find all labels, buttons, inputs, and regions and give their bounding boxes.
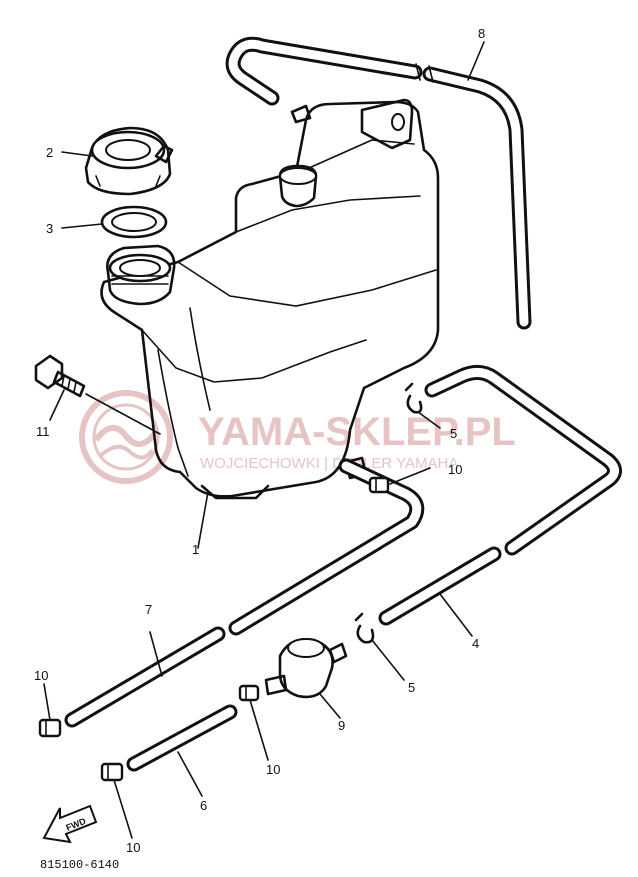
bolt bbox=[34, 354, 86, 398]
hose-4 bbox=[378, 365, 622, 626]
callout-5-upper: 5 bbox=[450, 426, 457, 441]
hose-6 bbox=[126, 704, 238, 772]
clip-10-valve bbox=[238, 684, 260, 702]
callout-10-tank: 10 bbox=[448, 462, 462, 477]
callout-7: 7 bbox=[145, 602, 152, 617]
watermark: YAMA-SKLEP.PL WOJCIECHOWKI | DEALER YAMA… bbox=[79, 390, 516, 484]
clip-10-left-upper bbox=[38, 718, 62, 738]
callout-3: 3 bbox=[46, 221, 53, 236]
clip-10-tank bbox=[368, 476, 390, 494]
hose-8 bbox=[225, 36, 532, 330]
fwd-arrow-icon: FWD bbox=[42, 804, 98, 844]
callout-1: 1 bbox=[192, 542, 199, 557]
clip-5-upper bbox=[404, 382, 423, 414]
hose-7 bbox=[64, 458, 425, 728]
callout-4: 4 bbox=[472, 636, 479, 651]
watermark-subtitle: WOJCIECHOWKI | DEALER YAMAHA bbox=[200, 455, 458, 472]
watermark-title: YAMA-SKLEP.PL bbox=[198, 410, 516, 454]
callout-9: 9 bbox=[338, 718, 345, 733]
callout-10-left-lower: 10 bbox=[126, 840, 140, 855]
clip-10-left-lower bbox=[100, 762, 124, 782]
diagram-code: 815100-6140 bbox=[40, 858, 119, 872]
callout-10-valve: 10 bbox=[266, 762, 280, 777]
callout-8: 8 bbox=[478, 26, 485, 41]
leader-lines bbox=[43, 41, 485, 839]
callout-5-lower: 5 bbox=[408, 680, 415, 695]
watermark-logo bbox=[79, 390, 173, 484]
valve bbox=[264, 638, 348, 699]
callout-11: 11 bbox=[36, 424, 50, 439]
gasket bbox=[100, 205, 168, 239]
callout-6: 6 bbox=[200, 798, 207, 813]
clip-5-lower bbox=[354, 612, 375, 644]
callout-10-left-upper: 10 bbox=[34, 668, 48, 683]
reservoir-cap bbox=[84, 126, 174, 196]
callout-2: 2 bbox=[46, 145, 53, 160]
